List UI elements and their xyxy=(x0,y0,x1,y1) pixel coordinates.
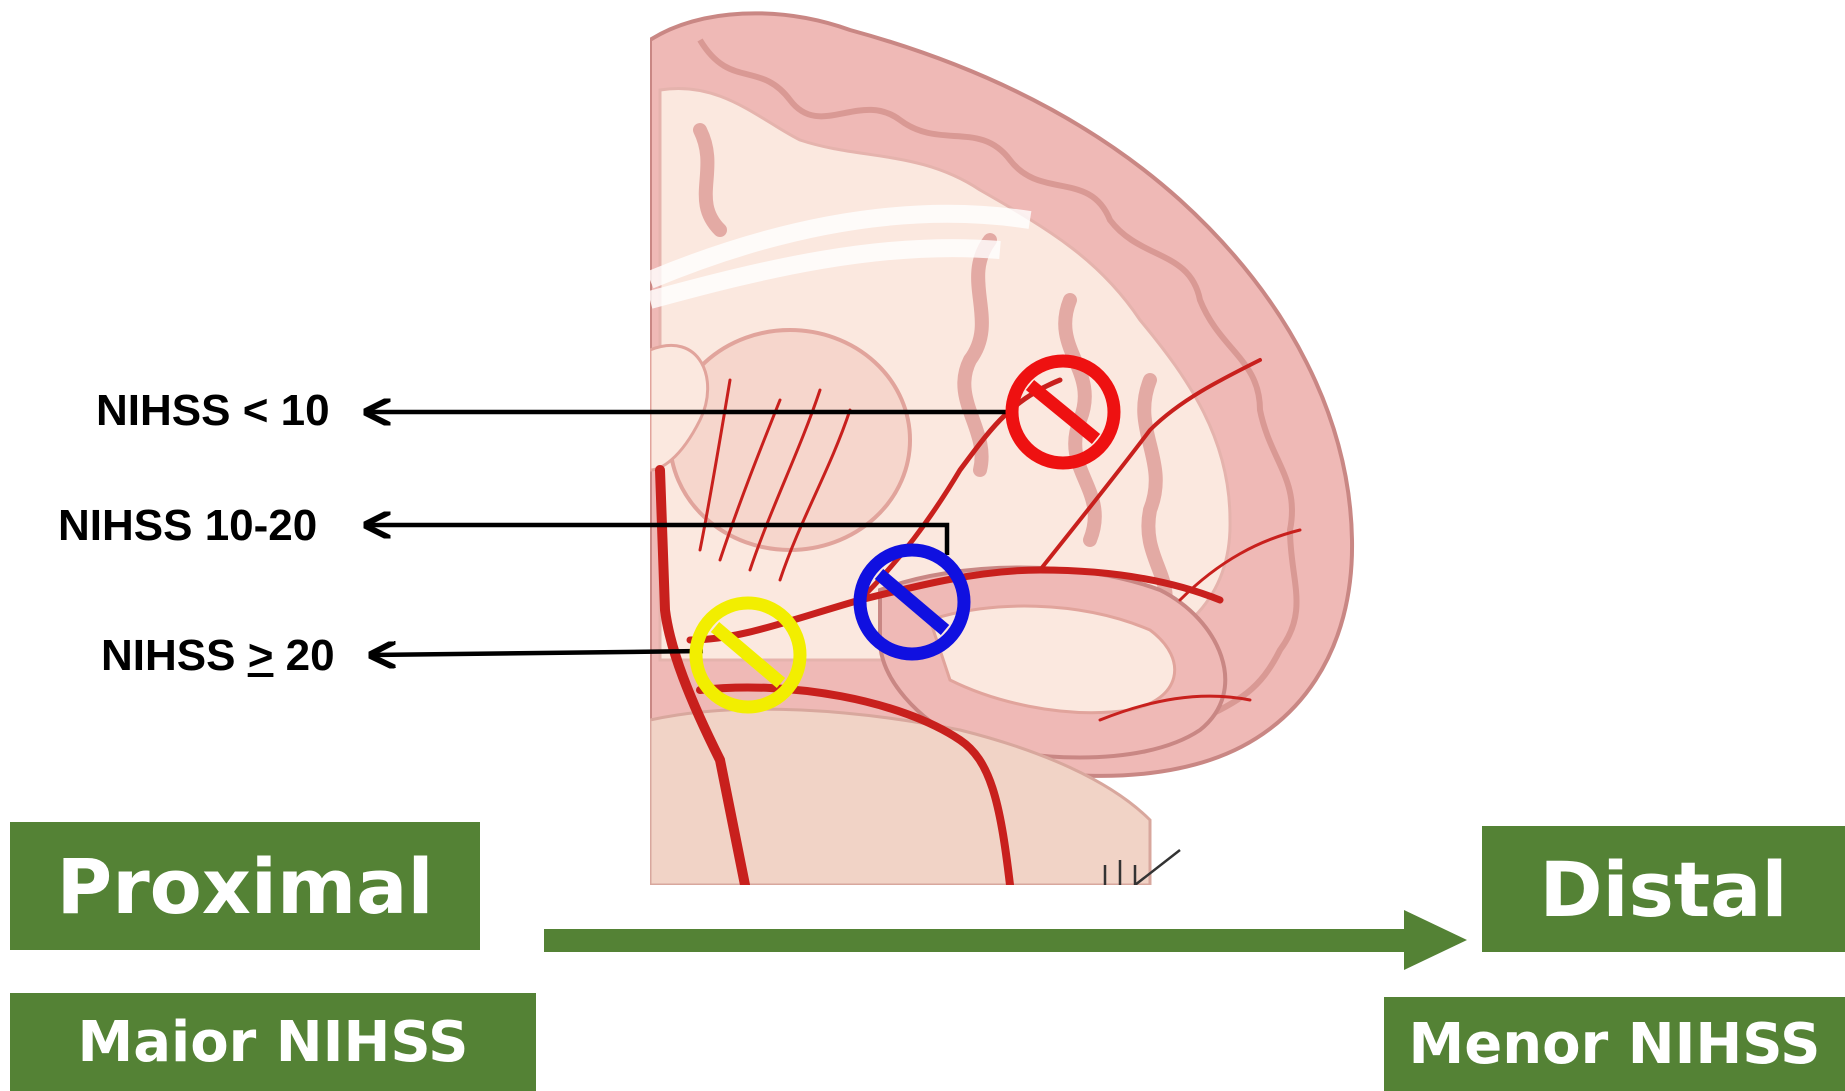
distal-label: Distal xyxy=(1539,845,1787,934)
greater-equal-symbol: > xyxy=(248,631,274,680)
menor-nihss-label: Menor NIHSS xyxy=(1409,1012,1821,1077)
proximal-box: Proximal xyxy=(10,822,480,950)
arrow-right-icon xyxy=(1404,910,1467,970)
brain-coronal-illustration xyxy=(650,13,1352,885)
label-nihss-ge-20-value: 20 xyxy=(273,631,334,680)
maior-nihss-box: Maior NIHSS xyxy=(10,993,536,1091)
menor-nihss-box: Menor NIHSS xyxy=(1384,997,1845,1091)
label-nihss-ge-20: NIHSS > 20 xyxy=(101,634,335,678)
label-nihss-ge-20-prefix: NIHSS xyxy=(101,631,248,680)
proximal-label: Proximal xyxy=(57,842,434,931)
label-nihss-10-20: NIHSS 10-20 xyxy=(58,504,317,548)
maior-nihss-label: Maior NIHSS xyxy=(77,1010,468,1075)
proximal-distal-arrow xyxy=(544,910,1467,970)
distal-box: Distal xyxy=(1482,826,1845,952)
label-nihss-lt-10: NIHSS < 10 xyxy=(96,389,330,433)
